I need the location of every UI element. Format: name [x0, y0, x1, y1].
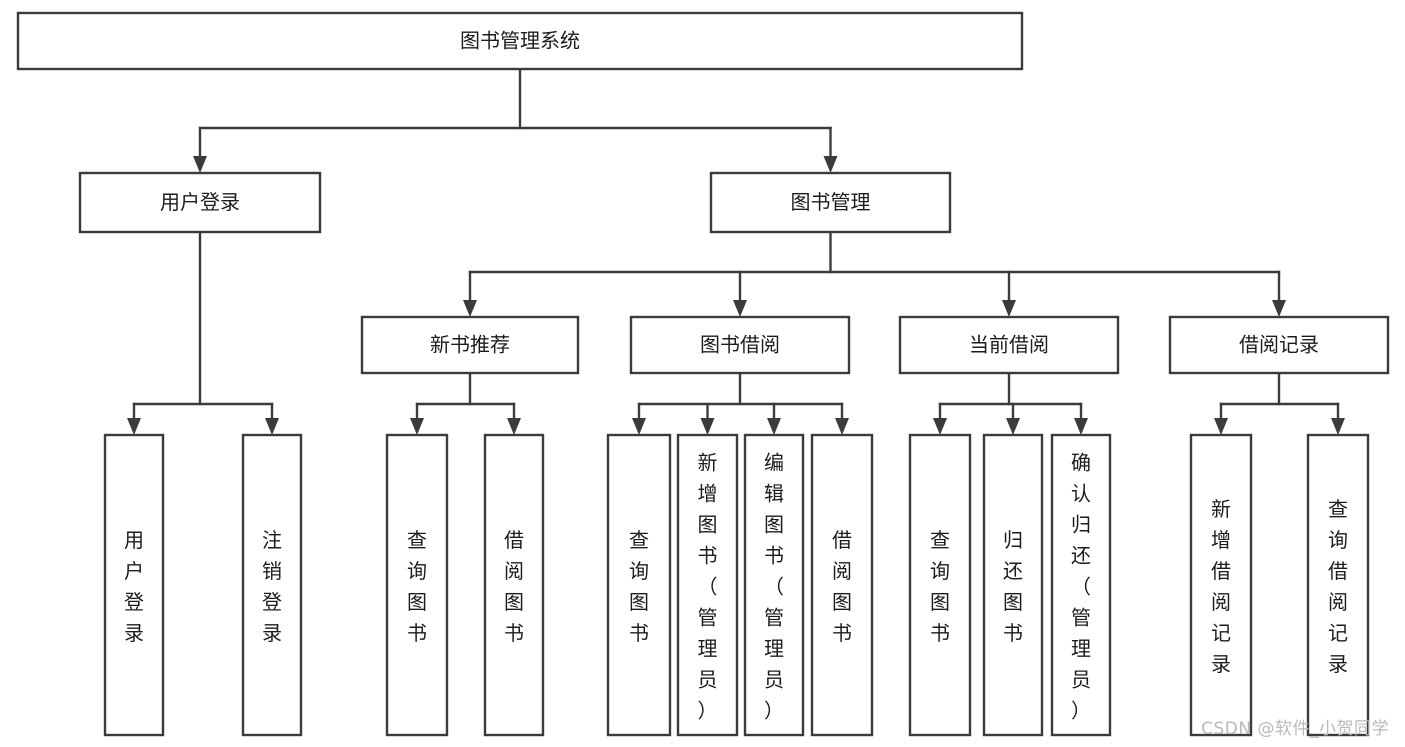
node-label-user-login: 用户登录: [160, 190, 240, 214]
arrow-head-icon: [700, 418, 715, 435]
node-current-borrow[interactable]: 当前借阅: [898, 315, 1120, 375]
node-box-leaf-return-book[interactable]: [982, 433, 1044, 737]
arrow-head-icon: [733, 300, 747, 317]
node-leaf-user-login[interactable]: 用户登录: [103, 433, 165, 737]
node-box-root[interactable]: [16, 11, 1024, 71]
node-label-leaf-return-book: 归还图书: [1003, 528, 1023, 645]
node-box-user-login[interactable]: [78, 171, 322, 234]
node-box-leaf-confirm-return-admin[interactable]: [1050, 433, 1112, 737]
connector-layer: [127, 67, 1345, 435]
arrow-head-icon: [1074, 418, 1088, 435]
node-user-login[interactable]: 用户登录: [78, 171, 322, 234]
node-box-leaf-borrow-book[interactable]: [810, 433, 874, 737]
arrow-head-icon: [410, 418, 424, 435]
node-label-leaf-logout: 注销登录: [262, 528, 282, 645]
node-leaf-return-book[interactable]: 归还图书: [982, 433, 1044, 737]
arrow-head-icon: [463, 300, 477, 317]
node-box-new-book-recommend[interactable]: [360, 315, 580, 375]
arrow-head-icon: [1331, 418, 1345, 435]
node-label-leaf-query-book-current: 查询图书: [930, 528, 950, 645]
arrow-head-icon: [835, 418, 849, 435]
node-new-book-recommend[interactable]: 新书推荐: [360, 315, 580, 375]
node-leaf-add-borrow-record[interactable]: 新增借阅记录: [1189, 433, 1253, 737]
arrow-head-icon: [507, 418, 521, 435]
node-leaf-edit-book-admin[interactable]: 编辑图书（管理员）: [743, 433, 805, 737]
arrow-head-icon: [1006, 418, 1020, 435]
node-label-leaf-borrow-book: 借阅图书: [832, 528, 852, 645]
node-box-book-borrow[interactable]: [629, 315, 851, 375]
node-leaf-query-book-current[interactable]: 查询图书: [908, 433, 972, 737]
node-leaf-query-borrow-record[interactable]: 查询借阅记录: [1306, 433, 1370, 737]
node-box-leaf-logout[interactable]: [241, 433, 303, 737]
node-label-new-book-recommend: 新书推荐: [430, 333, 510, 357]
node-borrow-record[interactable]: 借阅记录: [1168, 315, 1390, 375]
node-label-leaf-add-borrow-record: 新增借阅记录: [1211, 497, 1231, 676]
watermark-text: CSDN @软件_小贺同学: [1201, 719, 1389, 739]
node-leaf-logout[interactable]: 注销登录: [241, 433, 303, 737]
node-label-leaf-user-login: 用户登录: [124, 528, 144, 645]
node-box-leaf-query-borrow-record[interactable]: [1306, 433, 1370, 737]
node-leaf-borrow-book[interactable]: 借阅图书: [810, 433, 874, 737]
arrow-head-icon: [265, 418, 279, 435]
arrow-head-icon: [767, 418, 781, 435]
node-box-book-management[interactable]: [709, 171, 952, 234]
node-book-management[interactable]: 图书管理: [709, 171, 952, 234]
node-box-leaf-borrow-book-recommend[interactable]: [483, 433, 545, 737]
node-box-leaf-edit-book-admin[interactable]: [743, 433, 805, 737]
node-leaf-borrow-book-recommend[interactable]: 借阅图书: [483, 433, 545, 737]
node-box-leaf-query-book-borrow[interactable]: [606, 433, 672, 737]
node-box-leaf-query-book-recommend[interactable]: [385, 433, 449, 737]
node-label-leaf-add-book-admin: 新增图书（管理员）: [698, 451, 718, 723]
node-box-current-borrow[interactable]: [898, 315, 1120, 375]
node-leaf-confirm-return-admin[interactable]: 确认归还（管理员）: [1050, 433, 1112, 737]
arrow-head-icon: [823, 156, 838, 173]
node-leaf-query-book-recommend[interactable]: 查询图书: [385, 433, 449, 737]
node-label-book-borrow: 图书借阅: [700, 333, 780, 357]
node-layer: 图书管理系统用户登录图书管理新书推荐图书借阅当前借阅借阅记录用户登录注销登录查询…: [16, 11, 1390, 737]
arrow-head-icon: [933, 418, 947, 435]
node-box-leaf-query-book-current[interactable]: [908, 433, 972, 737]
arrow-head-icon: [1272, 300, 1286, 317]
node-label-leaf-query-book-borrow: 查询图书: [629, 528, 649, 645]
node-label-leaf-edit-book-admin: 编辑图书（管理员）: [764, 451, 784, 723]
node-label-leaf-query-borrow-record: 查询借阅记录: [1328, 497, 1348, 676]
node-box-leaf-add-borrow-record[interactable]: [1189, 433, 1253, 737]
node-box-leaf-add-book-admin[interactable]: [676, 433, 739, 737]
node-label-current-borrow: 当前借阅: [969, 333, 1049, 357]
node-label-leaf-confirm-return-admin: 确认归还（管理员）: [1071, 451, 1091, 723]
node-leaf-add-book-admin[interactable]: 新增图书（管理员）: [676, 433, 739, 737]
arrow-head-icon: [632, 418, 646, 435]
arrow-head-icon: [1214, 418, 1228, 435]
arrow-head-icon: [1002, 300, 1016, 317]
node-label-root: 图书管理系统: [460, 29, 580, 53]
node-label-book-management: 图书管理: [791, 190, 871, 214]
arrow-head-icon: [127, 418, 141, 435]
node-root[interactable]: 图书管理系统: [16, 11, 1024, 71]
node-book-borrow[interactable]: 图书借阅: [629, 315, 851, 375]
node-label-leaf-borrow-book-recommend: 借阅图书: [504, 528, 524, 645]
node-box-leaf-user-login[interactable]: [103, 433, 165, 737]
node-leaf-query-book-borrow[interactable]: 查询图书: [606, 433, 672, 737]
node-label-leaf-query-book-recommend: 查询图书: [407, 528, 427, 645]
arrow-head-icon: [193, 156, 207, 173]
node-box-borrow-record[interactable]: [1168, 315, 1390, 375]
node-label-borrow-record: 借阅记录: [1239, 333, 1319, 357]
